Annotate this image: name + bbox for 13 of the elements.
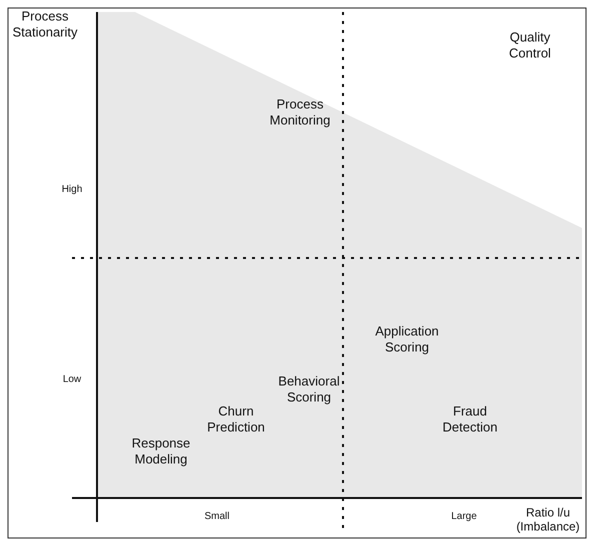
axis-title: Process Stationarity bbox=[11, 8, 79, 40]
data-point-label: Behavioral Scoring bbox=[277, 373, 341, 405]
axis-tick-label: Low bbox=[62, 374, 82, 386]
axis-tick-label: Large bbox=[450, 511, 478, 523]
data-point-label: Churn Prediction bbox=[206, 403, 266, 435]
quadrant-label: Quality Control bbox=[508, 29, 552, 61]
axis-tick-label: High bbox=[60, 184, 84, 196]
data-point-label: Response Modeling bbox=[130, 435, 192, 467]
data-point-label: Fraud Detection bbox=[442, 403, 498, 435]
axis-tick-label: Small bbox=[203, 511, 230, 523]
quadrant-label: Process Monitoring bbox=[268, 96, 332, 128]
data-point-label: Application Scoring bbox=[374, 323, 440, 355]
axis-title: Ratio l/u (Imbalance) bbox=[515, 506, 581, 534]
